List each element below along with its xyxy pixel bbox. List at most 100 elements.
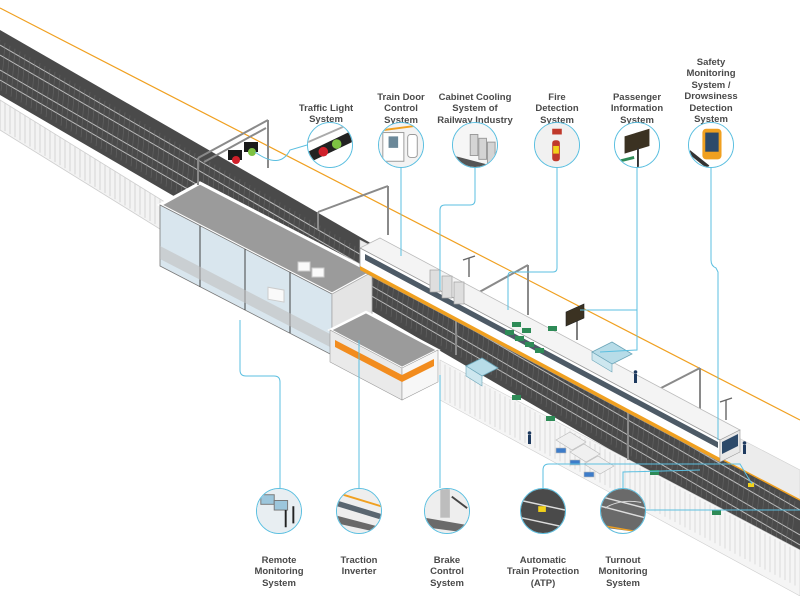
seat xyxy=(535,348,544,353)
connector-line xyxy=(439,168,476,290)
callout-remote-monitoring[interactable] xyxy=(256,488,302,534)
connector-line xyxy=(710,168,719,440)
sleeper xyxy=(640,414,646,463)
sleeper xyxy=(45,68,51,118)
sleeper xyxy=(50,71,56,120)
sleeper xyxy=(115,109,121,158)
shelter-left xyxy=(465,357,499,387)
label-line: Train Door xyxy=(377,91,425,103)
callout-traction-inverter[interactable] xyxy=(336,488,382,534)
label-line: System xyxy=(309,114,343,125)
sleeper xyxy=(25,57,31,106)
label-line: Fire xyxy=(548,91,566,103)
label-line: System xyxy=(694,114,728,125)
callout-train-door[interactable] xyxy=(378,122,424,168)
sleeper xyxy=(65,80,71,129)
sleeper xyxy=(15,51,21,100)
sleeper xyxy=(675,434,681,483)
label-line: (ATP) xyxy=(530,577,556,589)
label-line: Detection xyxy=(689,102,733,114)
connector-line xyxy=(580,168,638,353)
connector-line xyxy=(254,144,308,161)
label-line: System xyxy=(384,114,418,126)
train-door-icon xyxy=(379,123,423,167)
cabinet-icon xyxy=(453,123,497,167)
label-line: Automatic xyxy=(519,554,567,566)
label-line: Turnout xyxy=(605,554,641,566)
atp-beacon xyxy=(748,483,754,487)
sleeper xyxy=(760,483,766,532)
label-line: System xyxy=(430,577,464,589)
sleeper xyxy=(90,95,96,144)
label-line: Control xyxy=(384,103,418,114)
seat xyxy=(546,416,555,421)
callout-safety-monitoring[interactable] xyxy=(688,122,734,168)
sleeper xyxy=(790,501,796,550)
gantry-2 xyxy=(317,185,389,235)
seat xyxy=(548,326,557,331)
sleeper xyxy=(785,498,791,547)
shelter-right xyxy=(591,341,633,373)
label-line: Drowsiness xyxy=(684,91,738,102)
sleeper xyxy=(690,443,696,492)
callout-passenger-info[interactable] xyxy=(614,122,660,168)
traffic-light xyxy=(228,142,258,164)
sleeper xyxy=(75,86,81,135)
label-line: Detection xyxy=(535,103,579,114)
label-line: Passenger xyxy=(612,91,662,103)
label-line: System xyxy=(540,114,574,126)
callout-turnout-monitoring[interactable] xyxy=(600,488,646,534)
callout-connectors xyxy=(239,144,800,511)
sleeper xyxy=(730,466,736,515)
connector-line xyxy=(542,463,753,488)
atp-beacon-icon xyxy=(521,489,565,533)
connector-line xyxy=(622,469,800,511)
callout-brake-control[interactable] xyxy=(424,488,470,534)
sleeper xyxy=(680,437,686,486)
sleeper xyxy=(55,74,61,123)
seat xyxy=(515,336,524,341)
sleeper xyxy=(725,463,731,512)
callout-atp[interactable] xyxy=(520,488,566,534)
brake-icon xyxy=(425,489,469,533)
sleeper xyxy=(155,132,161,181)
label-line: System xyxy=(262,577,296,589)
sleeper xyxy=(80,89,86,138)
sleeper xyxy=(35,63,41,112)
sleeper xyxy=(0,42,6,91)
sleeper xyxy=(170,141,176,190)
sleeper xyxy=(20,54,26,103)
sleeper xyxy=(720,460,726,509)
station-building xyxy=(156,181,441,401)
callout-traffic-light[interactable] xyxy=(307,122,353,168)
platform-seats xyxy=(505,322,721,515)
label-line: Information xyxy=(610,103,664,114)
connector-line xyxy=(239,320,281,488)
sleeper xyxy=(125,115,131,164)
callout-cabinet-cooling[interactable] xyxy=(452,122,498,168)
label-line: Traffic Light xyxy=(298,102,354,114)
sleeper xyxy=(85,92,91,141)
info-board-icon xyxy=(615,123,659,167)
turnout-icon xyxy=(601,489,645,533)
overhead-wire xyxy=(0,7,800,421)
callout-fire-detection[interactable] xyxy=(534,122,580,168)
sleeper xyxy=(145,126,151,176)
label-line: System xyxy=(620,114,654,126)
label-line: Monitoring xyxy=(686,68,736,79)
sleeper xyxy=(710,454,716,503)
label-line: System xyxy=(606,577,640,589)
seat xyxy=(650,470,659,475)
sleeper xyxy=(740,472,746,521)
gantry-1 xyxy=(197,119,269,185)
sleeper xyxy=(95,97,101,147)
sleeper xyxy=(715,457,721,506)
label-line: Brake xyxy=(433,554,461,566)
sleeper xyxy=(70,83,76,132)
